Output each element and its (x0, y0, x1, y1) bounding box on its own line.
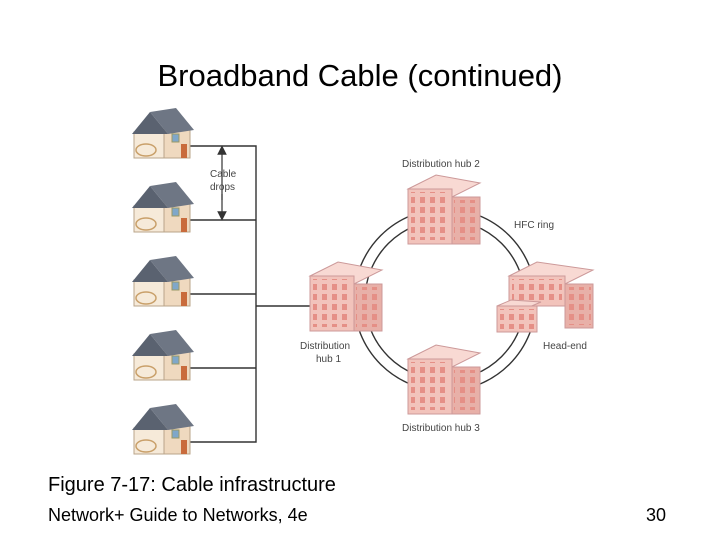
house-3 (132, 256, 194, 307)
label-hfc-ring: HFC ring (514, 220, 554, 231)
slide-title: Broadband Cable (continued) (157, 58, 563, 93)
building-head-end (496, 261, 595, 333)
house-4 (132, 330, 194, 381)
houses-group (132, 108, 194, 455)
figure-caption: Figure 7-17: Cable infrastructure (48, 474, 336, 496)
house-1 (132, 108, 194, 159)
footer-text: Network+ Guide to Networks, 4e (48, 505, 308, 525)
label-distribution-hub-2: Distribution hub 2 (402, 159, 480, 170)
house-2 (132, 182, 194, 233)
page-number: 30 (646, 505, 667, 525)
cable-lines (190, 145, 310, 443)
building-distribution-hub-2 (406, 174, 482, 245)
cable-drops-label-2: drops (210, 182, 235, 193)
label-distribution-hub-3: Distribution hub 3 (402, 423, 480, 434)
building-distribution-hub-3 (406, 344, 482, 415)
cable-drops-label-1: Cable (210, 169, 237, 180)
label-distribution-hub-1-line1: Distribution (300, 341, 350, 352)
label-distribution-hub-1-line2: hub 1 (316, 354, 341, 365)
building-distribution-hub-1 (308, 261, 384, 332)
house-5 (132, 404, 194, 455)
label-head-end: Head-end (543, 341, 587, 352)
